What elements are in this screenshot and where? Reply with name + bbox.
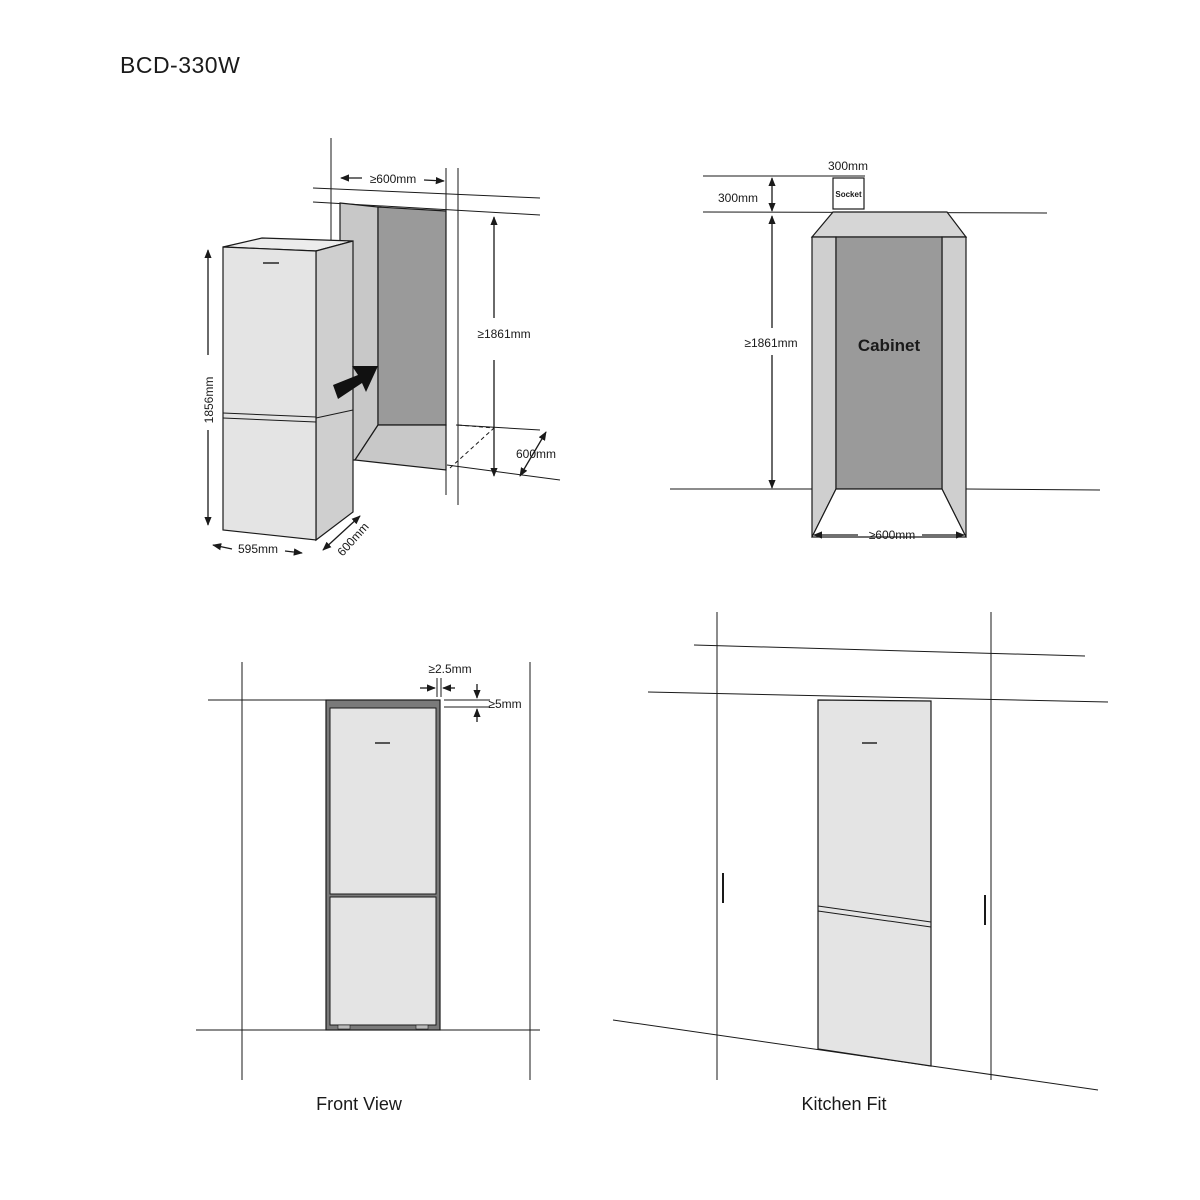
cabinet-back: [835, 236, 943, 490]
cabinet-label: Cabinet: [858, 336, 921, 355]
fridge-depth-label: 600mm: [334, 520, 371, 559]
fridge-upper-door: [329, 707, 437, 895]
brand-logo: [263, 262, 279, 264]
fridge-3d: [222, 237, 354, 542]
socket-box: [832, 177, 865, 210]
front-view-caption: Front View: [316, 1094, 403, 1114]
insert-arrow-icon: [333, 366, 378, 399]
niche-floor: [353, 424, 447, 471]
kitchen-fit-caption: Kitchen Fit: [801, 1094, 886, 1114]
panel-niche-installation: 1856mm 595mm 600mm ≥600mm ≥1861mm 600mm: [202, 138, 561, 559]
fridge-lower-door: [329, 896, 437, 1026]
socket-height-label: 300mm: [718, 191, 758, 205]
fridge-front: [222, 246, 317, 541]
front-logo: [375, 742, 390, 744]
socket-width-label: 300mm: [828, 159, 868, 173]
niche-height-label: ≥1861mm: [477, 327, 530, 341]
cabinet-top: [810, 211, 968, 238]
kitchen-logo: [862, 742, 877, 744]
panel-front-view: ≥2.5mm ≥5mm Front View: [196, 662, 540, 1114]
cabinet-width-label: ≥600mm: [869, 528, 916, 542]
niche-width-label: ≥600mm: [370, 172, 417, 186]
top-gap-label: ≥5mm: [488, 697, 521, 711]
fridge-height-label: 1856mm: [202, 377, 216, 424]
integrated-fridge: [817, 699, 932, 1067]
panel-kitchen-fit: Kitchen Fit: [612, 612, 1109, 1114]
side-gap-label: ≥2.5mm: [428, 662, 471, 676]
panel-cabinet-requirements: Socket Cabinet 300mm 300mm ≥1861mm ≥600m…: [670, 159, 1101, 542]
niche-depth-label: 600mm: [516, 447, 556, 461]
fridge-width-label: 595mm: [238, 542, 278, 556]
niche-back-wall: [377, 206, 447, 426]
socket-label: Socket: [835, 190, 862, 199]
model-title: BCD-330W: [120, 52, 241, 78]
cabinet-left-side: [811, 236, 837, 538]
cabinet-right-side: [941, 236, 967, 538]
cabinet-floor: [811, 488, 967, 538]
cabinet-height-label: ≥1861mm: [744, 336, 797, 350]
